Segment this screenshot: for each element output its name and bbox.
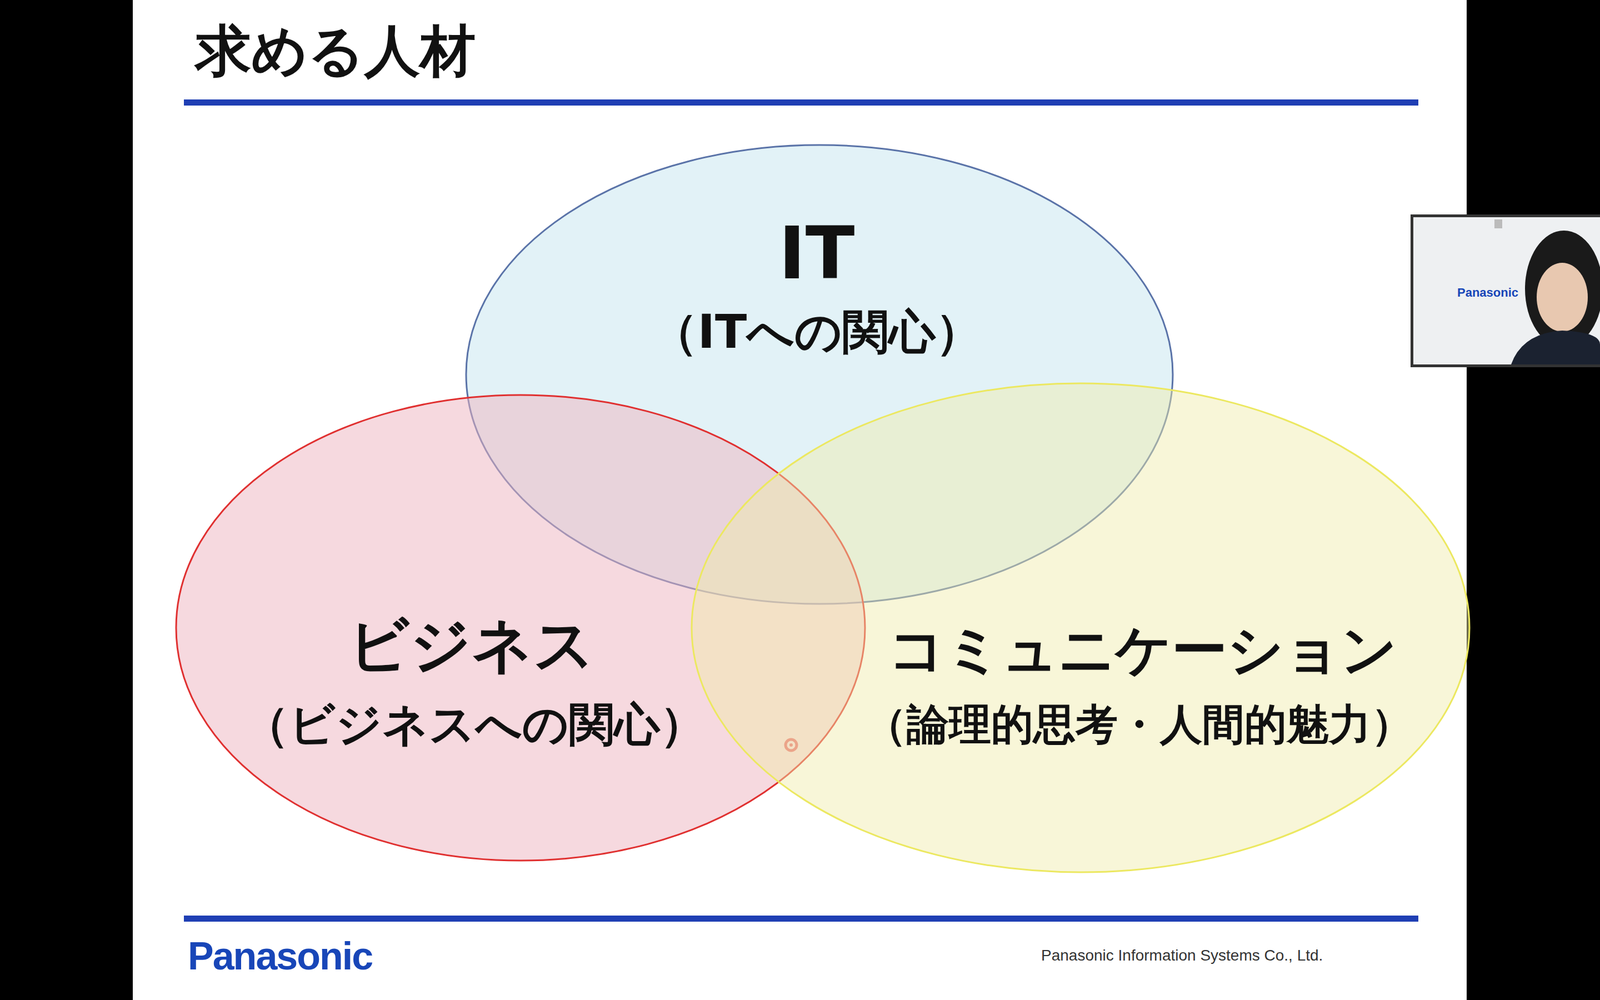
circle-subheading: （ビジネスへの関心） (243, 699, 706, 750)
person-body (1511, 330, 1600, 365)
venn-ellipse (691, 383, 1470, 873)
circle-heading: ビジネス (348, 612, 595, 679)
footer-company-name: Panasonic Information Systems Co., Ltd. (1041, 947, 1323, 965)
person-face (1536, 262, 1588, 332)
webcam-inset (1410, 214, 1600, 368)
circle-heading: コミュニケーション (888, 619, 1398, 681)
webcam-wall-logo: Panasonic (1457, 286, 1519, 300)
venn-circle: コミュニケーション （論理的思考・人間的魅力） (689, 381, 1472, 875)
slide-title: 求める人材 (195, 20, 476, 82)
circle-heading: IT (778, 213, 855, 294)
company-logo: Panasonic (187, 935, 373, 978)
footer-rule (183, 915, 1419, 922)
ceiling-light (1494, 219, 1503, 229)
person-hair (1525, 230, 1600, 348)
circle-subheading: （論理的思考・人間的魅力） (864, 701, 1414, 748)
circle-subheading: （ITへの関心） (651, 306, 983, 358)
header-rule (183, 99, 1419, 106)
